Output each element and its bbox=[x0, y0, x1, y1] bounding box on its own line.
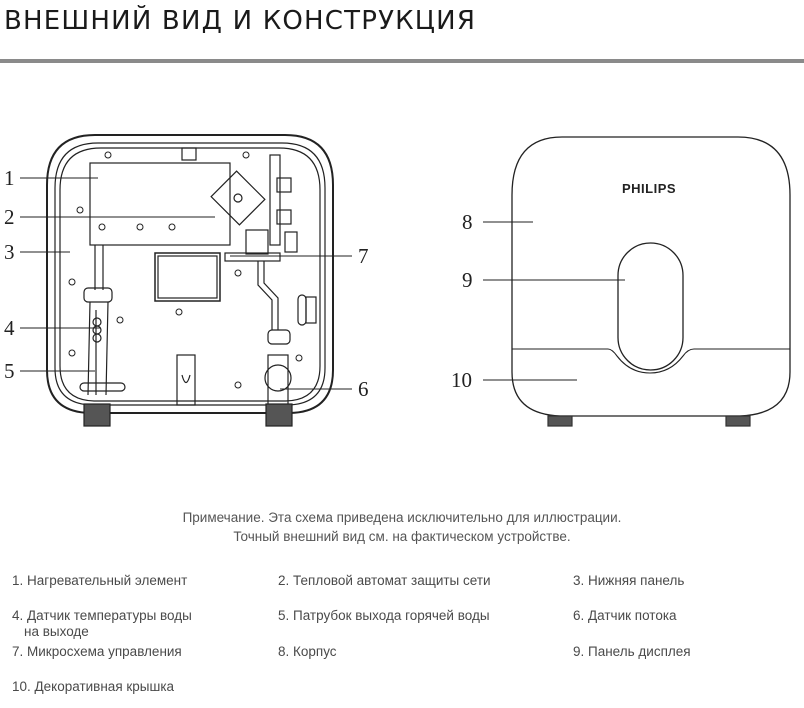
note-line-1: Примечание. Эта схема приведена исключит… bbox=[182, 510, 622, 525]
legend-item-6: 6. Датчик потока bbox=[573, 608, 677, 623]
legend-item-9: 9. Панель дисплея bbox=[573, 644, 691, 659]
callout-2: 2 bbox=[4, 205, 15, 229]
callout-1: 1 bbox=[4, 166, 15, 190]
legend-item-7: 7. Микросхема управления bbox=[12, 644, 182, 659]
callout-10: 10 bbox=[451, 368, 472, 392]
callout-8: 8 bbox=[462, 210, 473, 234]
title-divider bbox=[0, 59, 804, 63]
callout-4: 4 bbox=[4, 316, 15, 340]
legend-item-2: 2. Тепловой автомат защиты сети bbox=[278, 573, 491, 588]
callout-3: 3 bbox=[4, 240, 15, 264]
interior-view-illustration bbox=[20, 134, 352, 427]
callout-6: 6 bbox=[358, 377, 369, 401]
brand-logo: PHILIPS bbox=[622, 181, 677, 196]
legend-item-4-cont: на выходе bbox=[24, 624, 89, 639]
legend-item-8: 8. Корпус bbox=[278, 644, 337, 659]
exterior-view-illustration bbox=[483, 136, 791, 427]
callout-7: 7 bbox=[358, 244, 369, 268]
note-line-2: Точный внешний вид см. на фактическом ус… bbox=[233, 529, 571, 544]
callout-9: 9 bbox=[462, 268, 473, 292]
legend-item-10: 10. Декоративная крышка bbox=[12, 679, 175, 694]
legend-item-5: 5. Патрубок выхода горячей воды bbox=[278, 608, 490, 623]
page-title: ВНЕШНИЙ ВИД И КОНСТРУКЦИЯ bbox=[4, 6, 477, 36]
legend-item-4: 4. Датчик температуры воды bbox=[12, 608, 192, 623]
callout-5: 5 bbox=[4, 359, 15, 383]
legend-item-1: 1. Нагревательный элемент bbox=[12, 573, 188, 588]
legend-item-3: 3. Нижняя панель bbox=[573, 573, 685, 588]
